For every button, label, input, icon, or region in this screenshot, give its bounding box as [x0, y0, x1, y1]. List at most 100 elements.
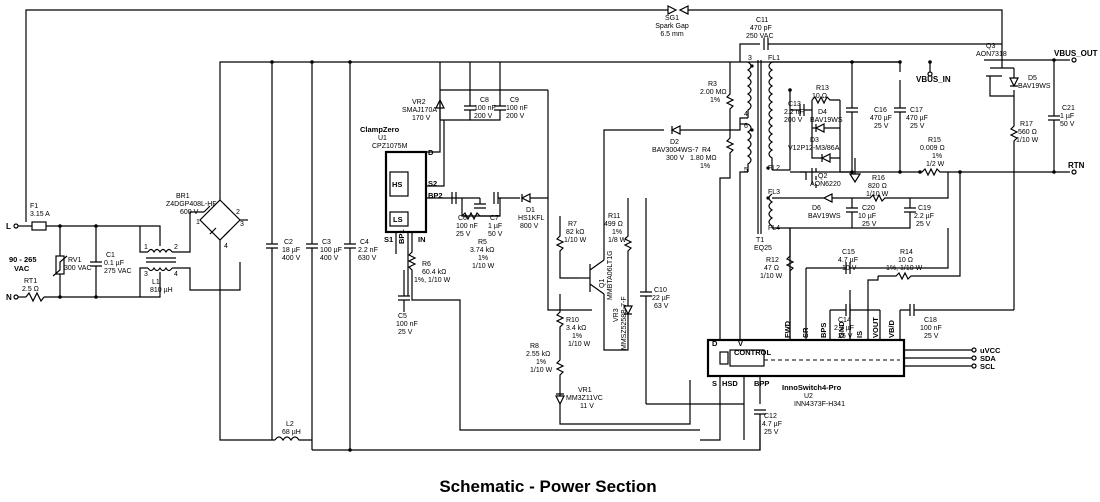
- u1-pin-s1: S1: [384, 235, 393, 244]
- c11-volt: 250 VAC: [746, 33, 774, 40]
- schematic-title: Schematic - Power Section: [439, 477, 656, 496]
- r10-ref: R10: [566, 317, 579, 324]
- t1-fl3: FL3: [768, 189, 780, 196]
- l2-ref: L2: [286, 421, 294, 428]
- c2-ref: C2: [284, 239, 293, 246]
- bridge-rectifier-br1: BR1 Z4DGP408L-HF 600 V 1 2 3 4: [166, 61, 900, 441]
- c15-volt: 10 V: [842, 265, 857, 272]
- u2-pin-gnd: GND: [837, 321, 846, 338]
- ac-input: L N 90 - 265 VAC F1 3.15 A RV1 300 VAC C…: [6, 203, 241, 303]
- c18-ref: C18: [924, 317, 937, 324]
- controller-support: R12 47 Ω 1/10 W C15 4.7 µF 10 V R14 10 Ω…: [760, 172, 1014, 340]
- c9-cap: 100 nF: [506, 105, 528, 112]
- terminal-n: [13, 294, 19, 300]
- u1-ref: U1: [378, 135, 387, 142]
- vr3-ref: VR3: [613, 308, 620, 322]
- r12-val: 47 Ω: [764, 265, 779, 272]
- r10-val: 3.4 kΩ: [566, 325, 586, 332]
- r5-pwr: 1/10 W: [472, 263, 495, 270]
- net-rtn: RTN: [1068, 161, 1085, 170]
- r12-pwr: 1/10 W: [760, 273, 783, 280]
- u2-pin-v: V: [738, 339, 743, 348]
- c3-cap: 100 µF: [320, 247, 342, 254]
- r17-pwr: 1/10 W: [1016, 137, 1039, 144]
- c5-cap: 100 nF: [396, 321, 418, 328]
- l1-val: 810 µH: [150, 287, 173, 294]
- clampzero-u1: ClampZero U1 CPZ1075M HS LS D S2 BP2 S1 …: [360, 89, 548, 244]
- r14-val: 10 Ω: [898, 257, 913, 264]
- rt1-ref: RT1: [24, 278, 37, 285]
- u1-pin-ls: LS: [393, 215, 403, 224]
- t1-core: EQ25: [754, 245, 772, 252]
- sg1-gap: 6.5 mm: [660, 31, 684, 38]
- c19-volt: 25 V: [916, 221, 931, 228]
- c3-ref: C3: [322, 239, 331, 246]
- net-n-label: N: [6, 293, 12, 302]
- br1-volt: 600 V: [180, 209, 199, 216]
- d3-part: V12P12-M3/86A: [788, 145, 840, 152]
- br1-pin3: 3: [240, 221, 244, 228]
- br1-pin2: 2: [236, 209, 240, 216]
- d4-ref: D4: [818, 109, 827, 116]
- c18-volt: 25 V: [924, 333, 939, 340]
- c13-ref: C13: [788, 101, 801, 108]
- c9-volt: 200 V: [506, 113, 525, 120]
- r3-val: 2.00 MΩ: [700, 89, 727, 96]
- r14-tol: 1%, 1/10 W: [886, 265, 923, 272]
- c10-cap: 22 µF: [652, 295, 670, 302]
- c20-cap: 10 µF: [858, 213, 876, 220]
- vr2-ref: VR2: [412, 99, 426, 106]
- c21-cap: 1 µF: [1060, 113, 1074, 120]
- r15-ref: R15: [928, 137, 941, 144]
- line-sense-network: R7 82 kΩ 1/10 W Q1 MMBTA06LT1G R11 499 Ω…: [526, 90, 691, 425]
- d1-volt: 800 V: [520, 223, 539, 230]
- net-sda: SDA: [980, 354, 996, 363]
- d6-part: BAV19WS: [808, 213, 841, 220]
- net-uvcc: uVCC: [980, 346, 1001, 355]
- t1-pin3: 3: [748, 55, 752, 62]
- r16-pwr: 1/10 W: [866, 191, 889, 198]
- c17-ref: C17: [910, 107, 923, 114]
- vr1-ref: VR1: [578, 387, 592, 394]
- transformer-t1: 3 4 6 5 FL1 FL2 FL3 FL4 T1 EQ25: [732, 55, 901, 340]
- c16-cap: 470 µF: [870, 115, 892, 122]
- d5-part: BAV19WS: [1018, 83, 1051, 90]
- c7-ref: C7: [490, 215, 499, 222]
- c18-cap: 100 nF: [920, 325, 942, 332]
- c4-volt: 630 V: [358, 255, 377, 262]
- u2-pin-vout: VOUT: [871, 317, 880, 338]
- vbus-in-terminal: [927, 71, 933, 77]
- r4-val: 1.80 MΩ: [690, 155, 717, 162]
- r12-ref: R12: [766, 257, 779, 264]
- q3-part: AON7318: [976, 51, 1007, 58]
- vr1-part: MM3Z11VC: [566, 395, 603, 402]
- vbus-out-terminal: [1071, 57, 1077, 63]
- u2-title: InnoSwitch4-Pro: [782, 383, 842, 392]
- sg1-ref: SG1: [665, 15, 679, 22]
- u1-title: ClampZero: [360, 125, 400, 134]
- f1-val: 3.15 A: [30, 211, 50, 218]
- c1-cap: 0.1 µF: [104, 260, 124, 267]
- d6-ref: D6: [812, 205, 821, 212]
- uvcc-terminal: [971, 347, 977, 353]
- l2-val: 68 µH: [282, 429, 301, 436]
- d2-volt: 300 V: [666, 155, 685, 162]
- br1-pin1: 1: [196, 219, 200, 226]
- rtn-terminal: [1071, 169, 1077, 175]
- c15-ref: C15: [842, 249, 855, 256]
- d5-ref: D5: [1028, 75, 1037, 82]
- c16-ref: C16: [874, 107, 887, 114]
- br1-part: Z4DGP408L-HF: [166, 201, 217, 208]
- c9-ref: C9: [510, 97, 519, 104]
- d2-part: BAV3004WS-7: [652, 147, 699, 154]
- u2-pin-d: D: [712, 339, 718, 348]
- c12-volt: 25 V: [764, 429, 779, 436]
- q2-ref: Q2: [818, 173, 827, 180]
- innoswitch-u2: CONTROL D V S HSD BPP FWD SR BPS GND IS …: [646, 317, 1001, 450]
- r16-ref: R16: [872, 175, 885, 182]
- r6-c5-network: R6 60.4 kΩ 1%, 1/10 W C5 100 nF 25 V: [395, 232, 700, 431]
- r14-ref: R14: [900, 249, 913, 256]
- q1-part: MMBTA06LT1G: [607, 250, 614, 300]
- c2-volt: 400 V: [282, 255, 301, 262]
